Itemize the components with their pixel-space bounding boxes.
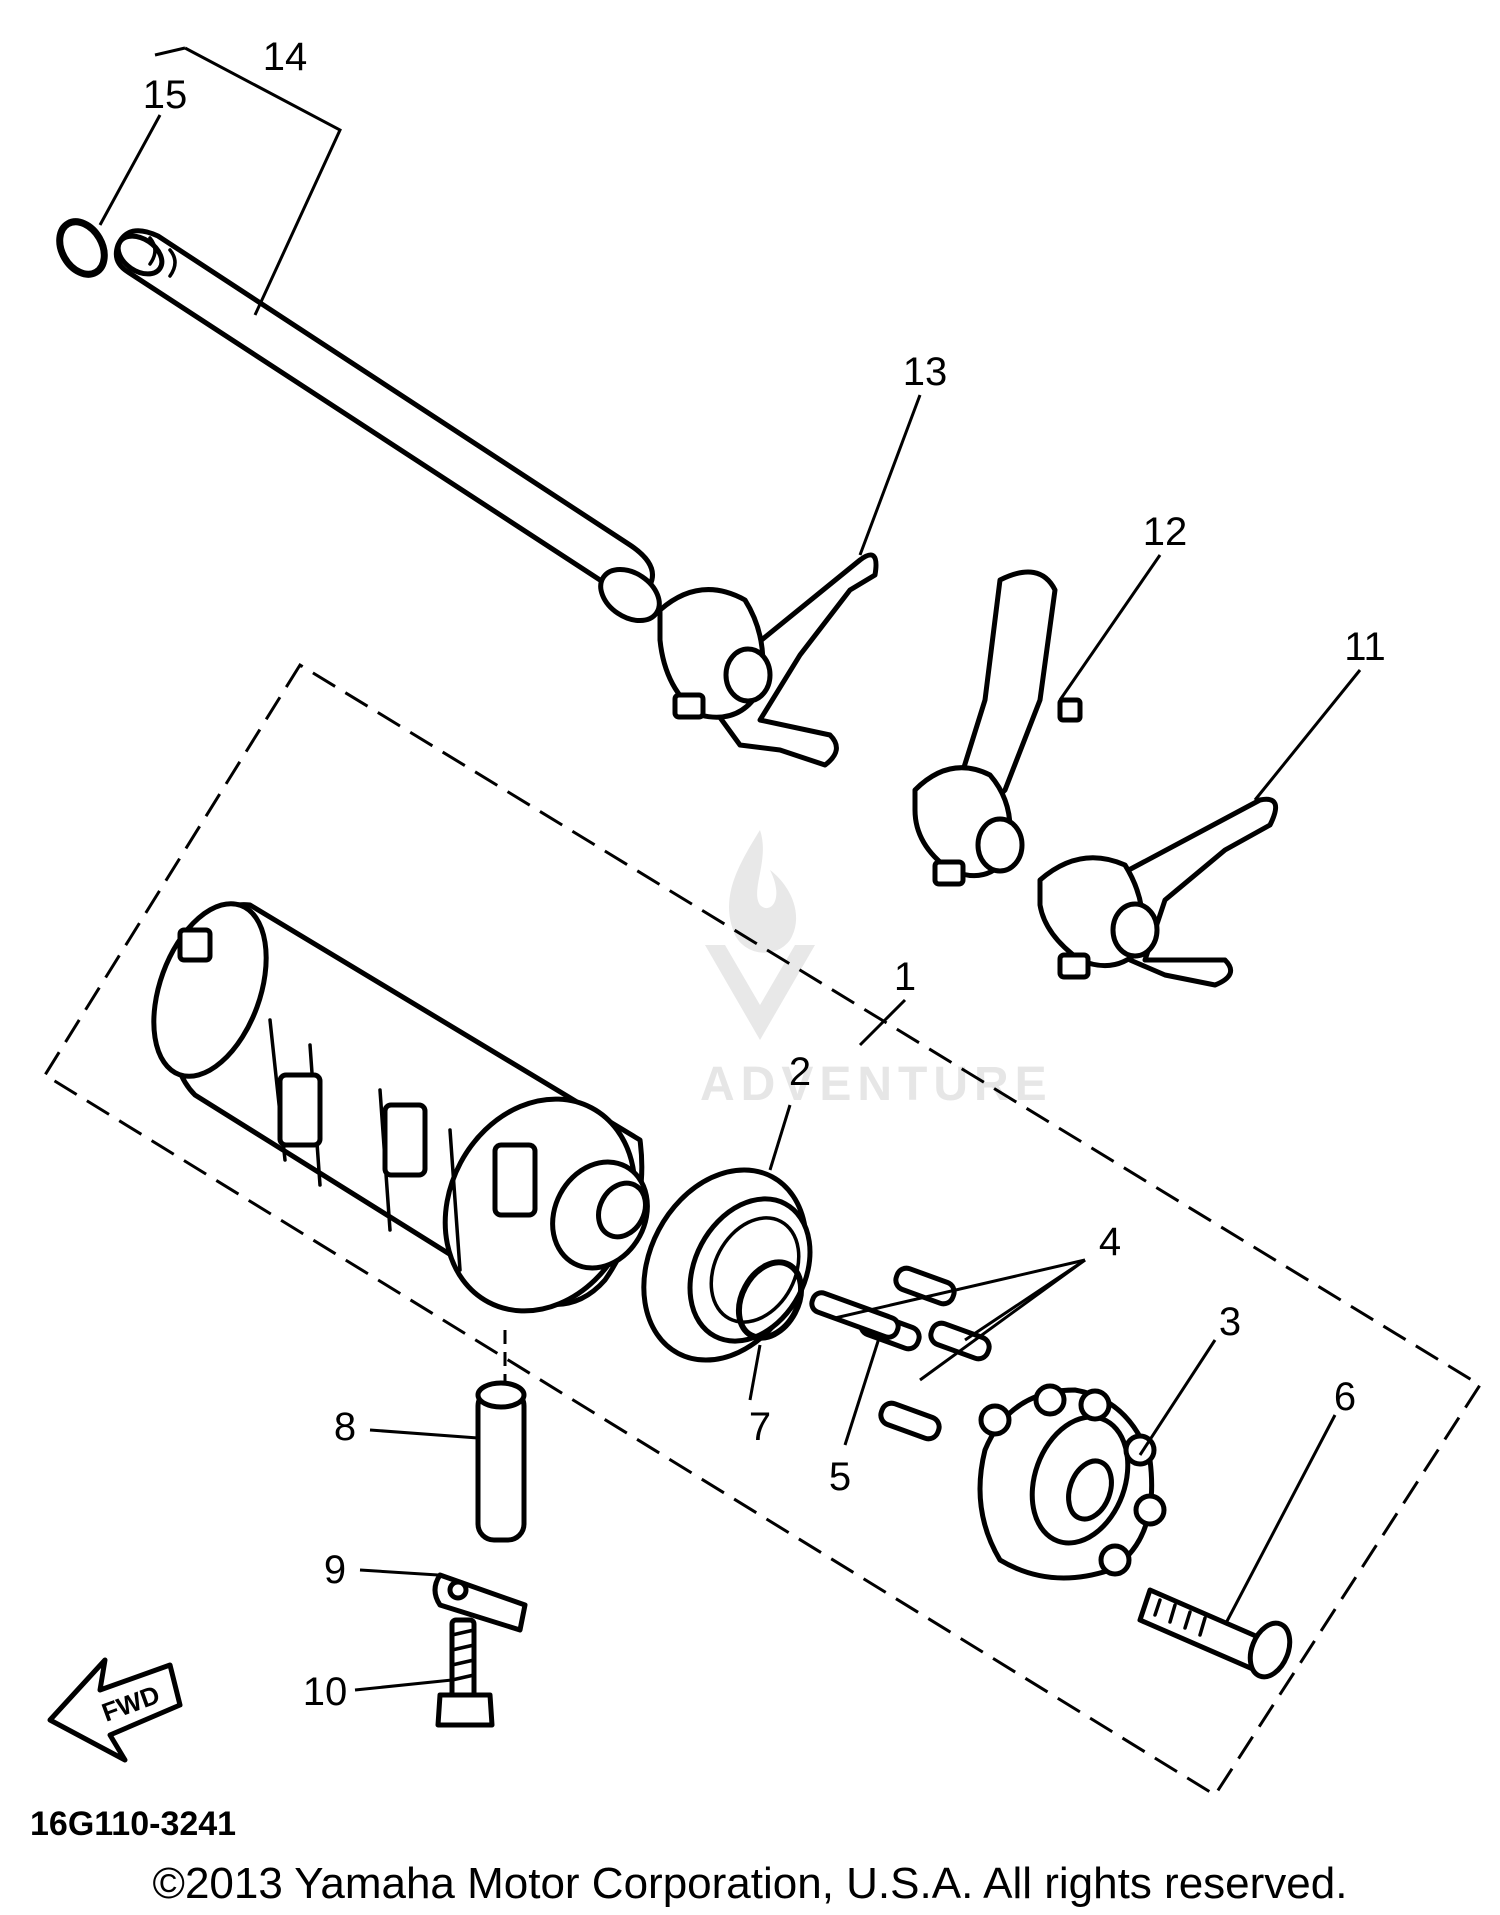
callout-14: 14: [263, 35, 308, 79]
shift-fork-13: [657, 552, 879, 768]
watermark-logo: ADVENTURE: [700, 830, 1053, 1111]
diagram-code: 16G110-3241: [30, 1805, 236, 1843]
stopper-plate: [432, 1572, 528, 1633]
callout-1: 1: [894, 955, 916, 999]
callout-2: 2: [789, 1050, 811, 1094]
leader-lines: [98, 46, 1362, 1692]
assembly-1-boundary: [42, 662, 1483, 1798]
callout-11: 11: [1344, 625, 1386, 669]
fwd-arrow-icon: FWD: [47, 1657, 183, 1763]
callout-15: 15: [143, 73, 188, 117]
callout-4: 4: [1099, 1220, 1121, 1264]
callout-10: 10: [303, 1670, 348, 1714]
circlip-7: [735, 1259, 805, 1341]
callout-numbers: 1 2 3 4 5 6 7 8 9 10 11 12 13 14 15: [143, 35, 1386, 1714]
callout-13: 13: [903, 350, 948, 394]
shift-fork-guide-bar: [113, 228, 662, 624]
shift-fork-12: [912, 569, 1083, 887]
bolt: [435, 1617, 495, 1728]
callout-6: 6: [1334, 1375, 1356, 1419]
circlip: [56, 218, 108, 278]
callout-8: 8: [334, 1405, 356, 1449]
shift-fork-11: [1037, 796, 1279, 988]
callout-12: 12: [1143, 510, 1188, 554]
callout-5: 5: [829, 1455, 851, 1499]
watermark-text: ADVENTURE: [700, 1058, 1053, 1111]
pins-4: [858, 1265, 992, 1442]
callout-3: 3: [1219, 1300, 1241, 1344]
bearing: [641, 1167, 813, 1363]
copyright-notice: ©2013 Yamaha Motor Corporation, U.S.A. A…: [153, 1859, 1348, 1908]
pin-5: [809, 1290, 901, 1340]
callout-7: 7: [749, 1405, 771, 1449]
screw: [1137, 1587, 1293, 1680]
dowel-pin: [475, 1330, 527, 1543]
shift-drum-segment: [977, 1383, 1167, 1581]
callout-9: 9: [324, 1548, 346, 1592]
shift-drum: [151, 901, 650, 1314]
